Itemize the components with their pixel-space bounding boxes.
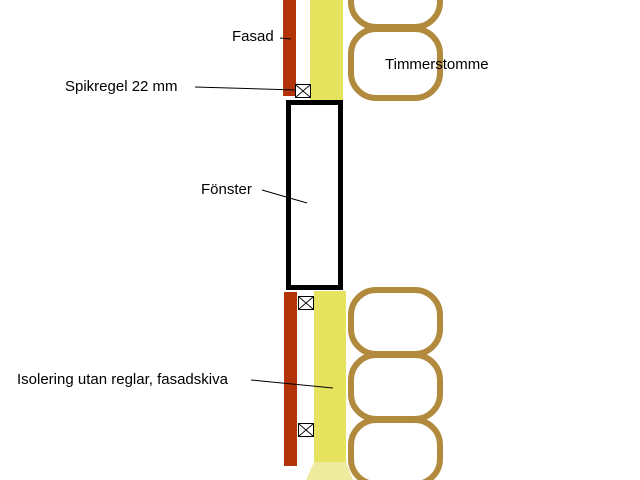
- cross-icon: [299, 297, 313, 309]
- cross-icon: [299, 424, 313, 436]
- cross-icon: [296, 85, 310, 97]
- nailing-batten-top: [295, 84, 311, 98]
- label-fonster: Fönster: [201, 181, 252, 198]
- nailing-batten-middle: [298, 296, 314, 310]
- label-timmerstomme: Timmerstomme: [385, 56, 489, 73]
- insulation-board-bottom: [314, 291, 346, 463]
- label-fasad: Fasad: [232, 28, 274, 45]
- label-isolering: Isolering utan reglar, fasadskiva: [17, 371, 228, 388]
- timber-log-2: [348, 26, 443, 101]
- window-frame: [286, 100, 343, 290]
- timber-log-5: [348, 417, 443, 480]
- timber-log-3: [348, 287, 443, 357]
- insulation-board-top: [310, 0, 343, 100]
- nailing-batten-bottom: [298, 423, 314, 437]
- insulation-board-foot: [306, 462, 353, 480]
- label-spikregel: Spikregel 22 mm: [65, 78, 178, 95]
- facade-cladding-top: [283, 0, 296, 96]
- timber-log-4: [348, 352, 443, 422]
- facade-cladding-bottom: [284, 292, 297, 466]
